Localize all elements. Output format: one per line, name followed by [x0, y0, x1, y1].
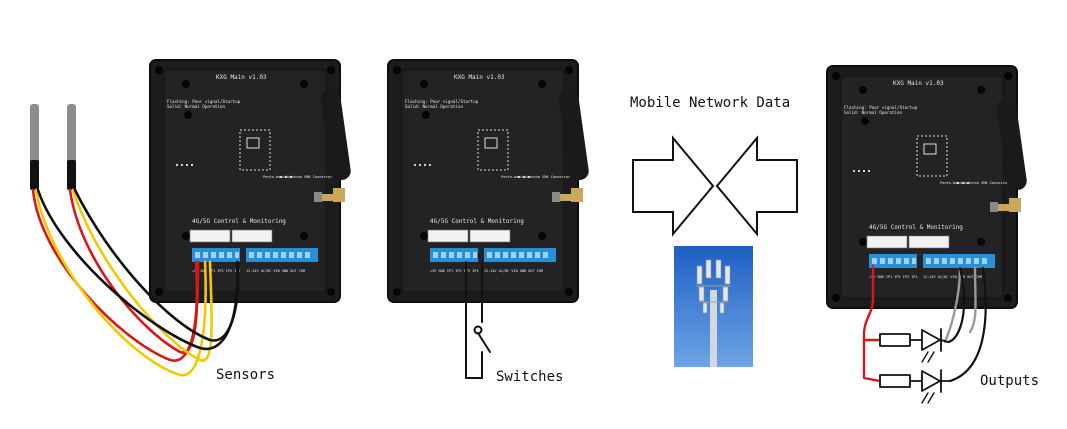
sensors-label: Sensors: [216, 367, 275, 383]
board-antenna-note: Penta-band Antenna SMA Connector: [263, 175, 333, 179]
board-footer: 4G/5G Control & Monitoring: [430, 218, 524, 225]
board-antenna-note: Penta-band Antenna SMA Connector: [940, 181, 1010, 185]
board-led-note-2: Solid: Normal Operation: [405, 104, 463, 109]
board-footer: 4G/5G Control & Monitoring: [869, 224, 963, 231]
board-antenna-note: Penta-band Antenna SMA Connector: [501, 175, 571, 179]
sensor-probes: [30, 104, 240, 377]
board-led-note-2: Solid: Normal Operation: [167, 104, 225, 109]
board-title: KXG Main v1.03: [216, 74, 267, 81]
terminal-label-inputs: +5V GND IP1 IP2 IP3 IP4: [430, 269, 478, 273]
cell-tower-photo: [674, 246, 753, 367]
board-outputs: KXG Main v1.03 Flashing: Poor signal/Sta…: [826, 65, 1018, 309]
terminal-label-inputs: +5V GND IP1 IP2 IP3 IP4: [192, 269, 240, 273]
board-footer: 4G/5G Control & Monitoring: [192, 218, 286, 225]
board-title: KXG Main v1.03: [454, 74, 505, 81]
terminal-label-power: 12-24V AC/DC VIN GND OUT COM: [246, 269, 305, 273]
board-title: KXG Main v1.03: [893, 80, 944, 87]
output-circuit: [862, 264, 987, 404]
switches-label: Switches: [496, 369, 563, 385]
board-led-note-1: Flashing: Poor signal/Startup: [167, 99, 241, 104]
network-arrows: [632, 135, 798, 237]
terminal-label-inputs: +5V GND IP1 IP2 IP3 IP4: [869, 275, 917, 279]
terminal-label-power: 12-24V AC/DC VIN GND OUT COM: [484, 269, 543, 273]
board-led-note-1: Flashing: Poor signal/Startup: [844, 105, 918, 110]
board-led-note-2: Solid: Normal Operation: [844, 110, 902, 115]
network-label: Mobile Network Data: [630, 95, 790, 111]
outputs-label: Outputs: [980, 373, 1039, 389]
board-switches: KXG Main v1.03 Flashing: Poor signal/Sta…: [387, 59, 579, 303]
board-led-note-1: Flashing: Poor signal/Startup: [405, 99, 479, 104]
terminal-label-power: 12-24V AC/DC VIN GND OUT COM: [923, 275, 982, 279]
board-sensors: KXG Main v1.03 Flashing: Poor signal/Sta…: [149, 59, 341, 303]
switch-symbol: [465, 261, 491, 379]
